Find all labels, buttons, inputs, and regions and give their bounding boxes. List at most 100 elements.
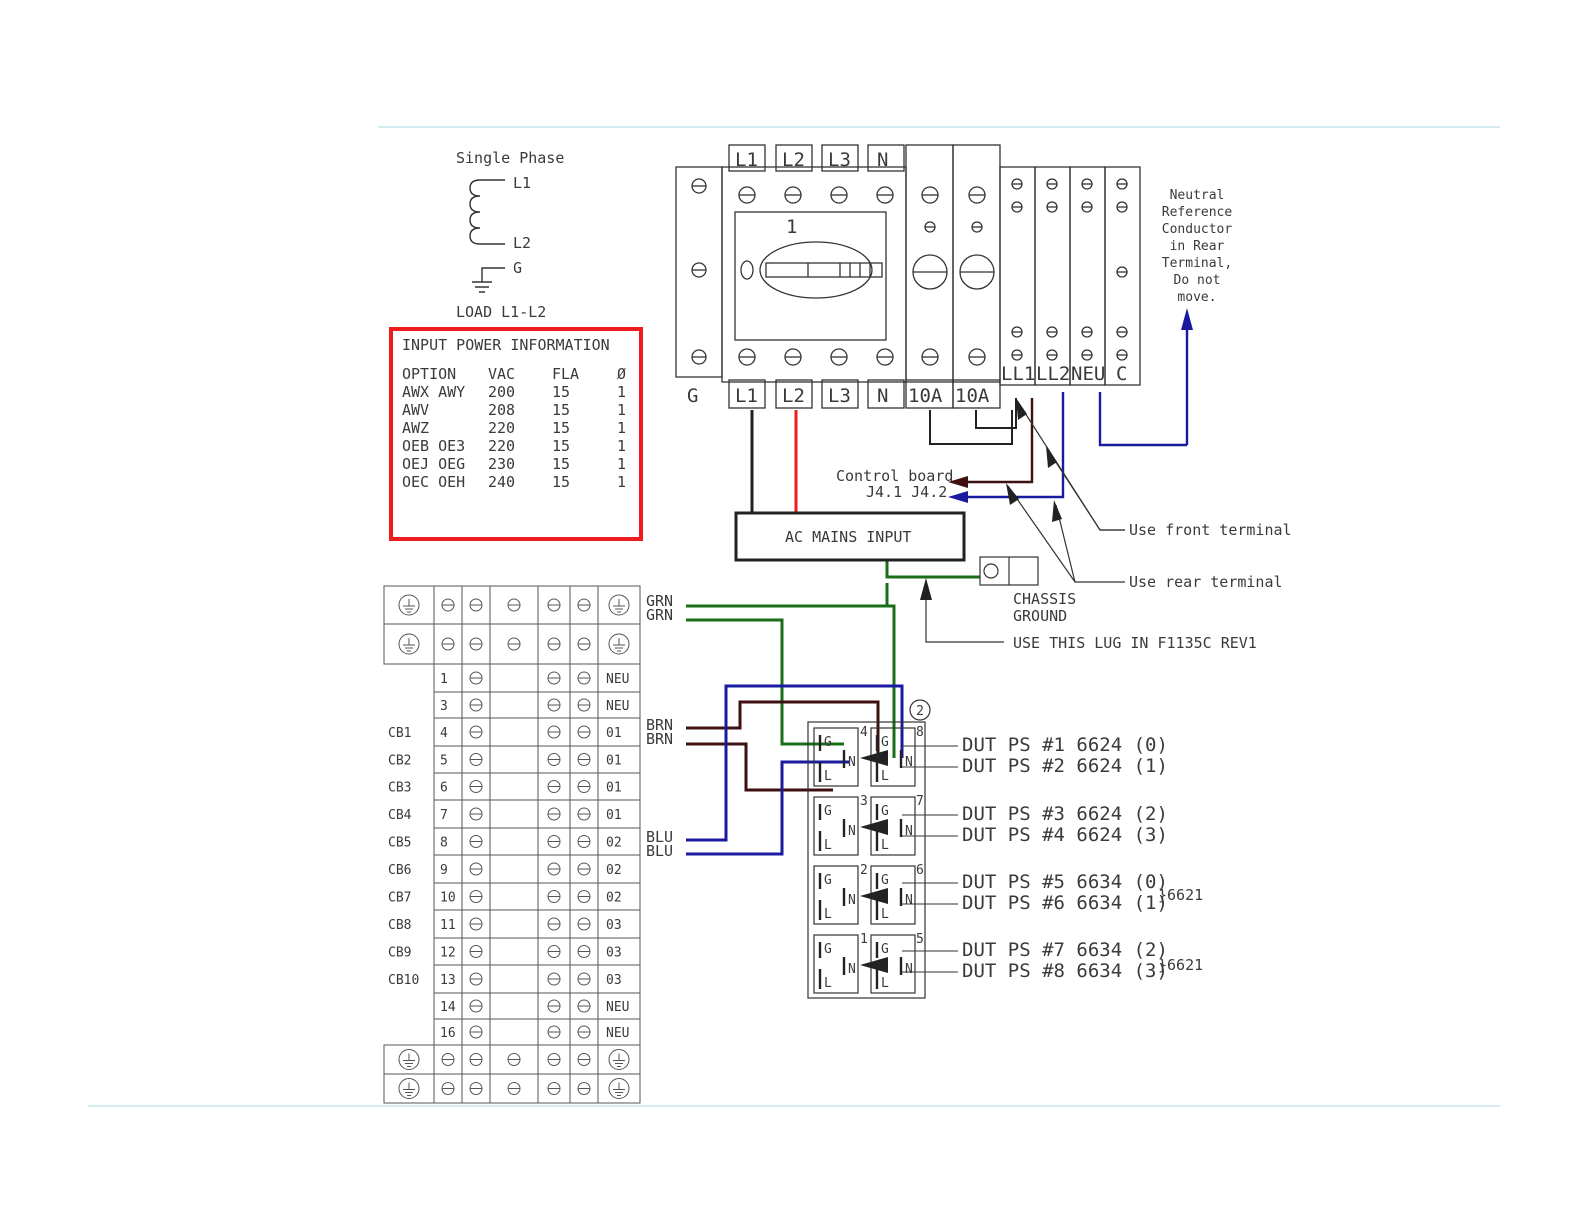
breaker-id-label: CB5 [388,836,411,851]
input-power-cell: OEB OE3 [402,437,465,455]
input-power-title: INPUT POWER INFORMATION [402,336,610,354]
dut-label: DUT PS #5 6634 (0) [962,871,1168,893]
terminal-number: 1 [440,672,448,687]
terminal-label-ll1: LL1 [1001,363,1035,385]
contact-n-label: N [848,824,856,839]
contact-l-label: L [824,976,832,991]
single-phase-title: Single Phase [456,149,564,167]
contact-n-label: N [848,962,856,977]
bottom-label-l2: L2 [782,385,805,407]
input-power-cell: 230 [488,455,515,473]
terminal-number: 5 [440,754,448,769]
dut-label: DUT PS #3 6624 (2) [962,803,1168,825]
ground-symbol-icon [403,599,415,613]
neutral-note-line: in Rear [1170,239,1225,254]
dut-label: DUT PS #8 6634 (3) [962,960,1168,982]
grn-label-1: GRN [646,592,673,610]
chassis-label-1: CHASSIS [1013,590,1076,608]
top-label-l3: L3 [828,149,851,171]
brown-arrowhead [948,476,968,488]
terminal-output-label: 01 [606,808,622,823]
terminal-output-label: 03 [606,973,622,988]
coil-l1-label: L1 [513,174,531,192]
terminal-label-ll2: LL2 [1036,363,1070,385]
neutral-note-line: Neutral [1170,188,1225,203]
input-power-cell: 15 [552,383,570,401]
input-power-cell: 220 [488,419,515,437]
green-wire-c [686,618,844,746]
fuse-holder-2 [952,144,1001,383]
terminal-number: 7 [440,808,448,823]
wire-labels: GRN GRN BRN BRN BLU BLU [646,592,673,860]
contact-n-label: N [905,893,913,908]
terminal-number: 12 [440,946,456,961]
input-power-header: VAC [488,365,515,383]
fuse-label-1: 10A [908,385,943,407]
contact-g-label: G [824,735,832,750]
dut-labels: DUT PS #1 6624 (0)DUT PS #2 6624 (1)DUT … [902,734,1203,982]
input-power-cell: 1 [617,473,626,491]
brn-label-1: BRN [646,716,673,734]
top-label-n: N [877,149,888,171]
ground-terminal-icon [398,1049,420,1070]
neutral-note-line: move. [1177,290,1216,305]
outlet-number: 7 [916,794,924,809]
contact-l-label: L [881,907,889,922]
outlet-arrow [860,750,888,766]
contact-n-label: N [848,755,856,770]
ground-symbol-icon [613,1053,625,1067]
load-label: LOAD L1-L2 [456,303,546,321]
outlet-receptacle [813,934,859,994]
terminal-output-label: NEU [606,699,629,714]
terminal-output-label: 01 [606,726,622,741]
dut-label: DUT PS #7 6634 (2) [962,939,1168,961]
terminal-label-neu: NEU [1071,363,1105,385]
input-power-cell: 15 [552,401,570,419]
contact-l-label: L [881,769,889,784]
chassis-label-2: GROUND [1013,607,1067,625]
terminal-number: 14 [440,1000,456,1015]
breaker-id-label: CB10 [388,973,419,988]
callout-circle [909,699,931,721]
terminal-output-label: 02 [606,863,622,878]
dut-label: DUT PS #2 6624 (1) [962,755,1168,777]
terminal-screws [691,178,1128,366]
ground-symbol-icon [613,638,625,652]
blue-wire-b [686,760,850,856]
neutral-arrowhead [1181,308,1193,330]
terminal-block-neu [1069,166,1106,386]
lug-arrowhead [920,578,932,600]
ground-symbol-icon [403,1053,415,1067]
brace-6621: }6621 [1158,956,1203,974]
outlet-number: 3 [860,794,868,809]
outlet-receptacle [813,727,859,787]
blue-arrowhead [948,491,968,503]
ground-symbol-icon [403,638,415,652]
ac-mains-label: AC MAINS INPUT [785,528,911,546]
terminal-block-ll2 [1034,166,1071,386]
fuse-label-2: 10A [955,385,990,407]
brn-label-2: BRN [646,730,673,748]
outlet-number: 6 [916,863,924,878]
outlet-wiring [686,583,904,856]
input-power-cell: 1 [617,455,626,473]
green-wire-b [686,604,896,758]
breaker-wiring [750,392,1187,579]
input-power-cell: OEJ OEG [402,455,465,473]
terminal-number: 10 [440,891,456,906]
terminal-output-label: 02 [606,836,622,851]
bottom-label-n: N [877,385,888,407]
input-power-cell: 240 [488,473,515,491]
input-power-cell: 220 [488,437,515,455]
outlet-number: 8 [916,725,924,740]
input-power-cell: 1 [617,437,626,455]
breaker-panel [675,144,1141,409]
input-power-cell: 15 [552,473,570,491]
rear-terminal-note: Use rear terminal [1129,573,1283,591]
top-label-l1: L1 [735,149,758,171]
ground-terminal-icon [608,594,630,616]
contact-l-label: L [824,838,832,853]
neutral-note-line: Terminal, [1162,256,1232,271]
contact-g-label: G [881,942,889,957]
terminal-number: 6 [440,781,448,796]
